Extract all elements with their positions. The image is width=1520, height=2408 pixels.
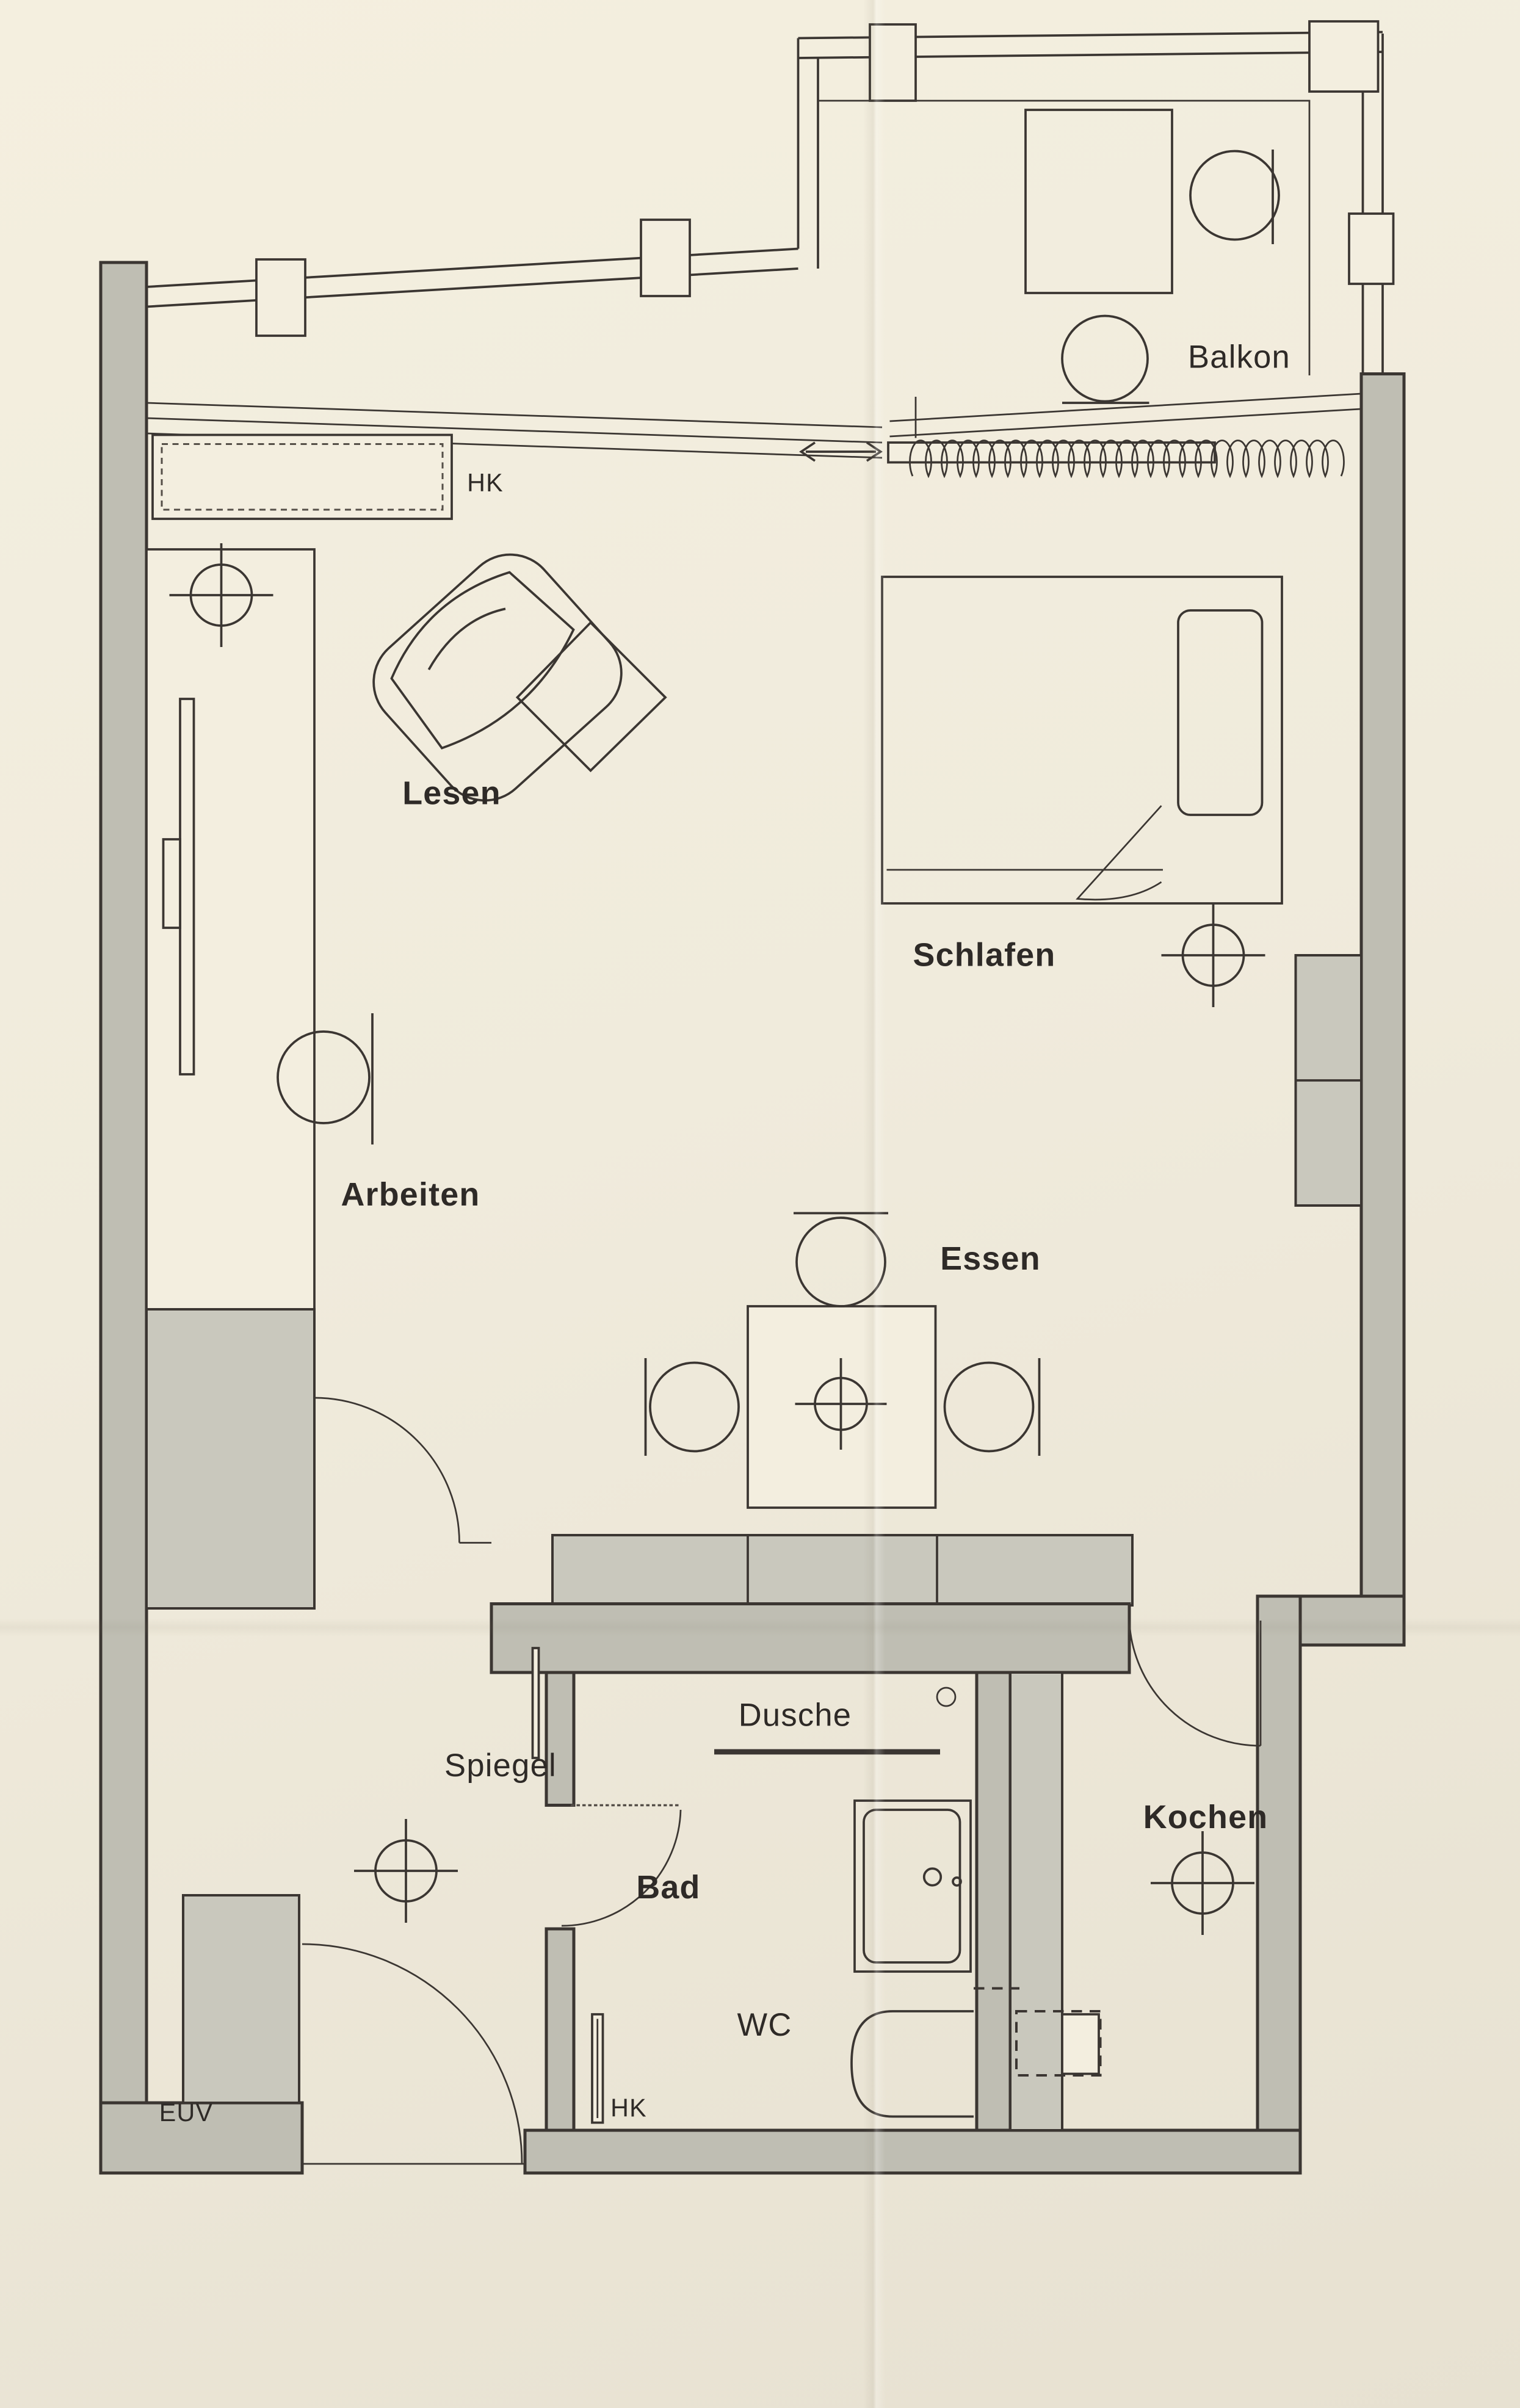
radiator-living-core bbox=[161, 443, 444, 511]
hallway: Spiegel EUV bbox=[159, 1647, 556, 2164]
bath-door bbox=[561, 1804, 682, 1927]
window-band-right bbox=[889, 392, 1362, 422]
wall-shelf bbox=[179, 698, 195, 1076]
dining-chair bbox=[943, 1361, 1035, 1453]
dining-chair bbox=[795, 1217, 886, 1307]
side-table bbox=[515, 621, 667, 773]
hall-door bbox=[313, 1397, 491, 1544]
wc-label: WC bbox=[737, 2007, 792, 2043]
kitchen-label: Kochen bbox=[1143, 1799, 1268, 1835]
sleeping-area: Schlafen bbox=[881, 576, 1363, 1207]
balcony-chair bbox=[1061, 314, 1149, 403]
entry-door-arc bbox=[302, 1943, 523, 2164]
kitchen: Kochen bbox=[974, 1620, 1268, 2131]
lamp-icon bbox=[354, 1819, 458, 1923]
pillow bbox=[1177, 609, 1264, 816]
lamp-icon bbox=[169, 543, 273, 647]
railing-post bbox=[255, 258, 306, 337]
balcony: Balkon bbox=[146, 20, 1395, 404]
railing-post bbox=[869, 23, 917, 102]
bathroom-walls bbox=[490, 1602, 1131, 2132]
sink bbox=[853, 1799, 972, 1973]
balcony-inner-edge bbox=[818, 99, 1311, 375]
left-wall bbox=[99, 261, 148, 2114]
work-label: Arbeiten bbox=[341, 1176, 480, 1213]
railing-post bbox=[1308, 20, 1380, 93]
bottom-wall-left bbox=[99, 2101, 304, 2175]
windows bbox=[146, 392, 1362, 479]
bathroom: Dusche Bad WC HK bbox=[561, 1687, 974, 2124]
lamp-icon bbox=[1151, 1831, 1254, 1935]
desk-chair bbox=[277, 1030, 371, 1124]
window-band-right bbox=[889, 408, 1362, 438]
dining-label: Essen bbox=[940, 1240, 1041, 1277]
sleeping-label: Schlafen bbox=[913, 937, 1055, 974]
dining-area: Essen bbox=[551, 1212, 1134, 1607]
sideboard bbox=[551, 1534, 1134, 1607]
sliding-arrow-icon bbox=[799, 441, 883, 462]
window-band-left bbox=[146, 402, 883, 428]
curtain bbox=[909, 439, 1345, 479]
left-counter bbox=[145, 548, 316, 1311]
right-wall-upper bbox=[1359, 372, 1406, 1647]
kitchen-counter bbox=[1009, 1671, 1063, 2131]
wall-shelf-notch bbox=[162, 838, 181, 929]
bath-top-wall bbox=[490, 1602, 1131, 1674]
railing-post bbox=[640, 219, 691, 297]
lamp-icon bbox=[1161, 903, 1265, 1007]
shower-drain bbox=[936, 1687, 957, 1707]
balcony-label: Balkon bbox=[1188, 339, 1290, 375]
euv-label: EUV bbox=[159, 2099, 214, 2127]
bottom-wall-right bbox=[523, 2128, 1302, 2175]
balcony-table bbox=[1024, 109, 1173, 294]
kitchen-right-wall bbox=[1256, 1594, 1302, 2132]
railing-post bbox=[1348, 212, 1395, 285]
window-band-left bbox=[146, 417, 883, 444]
kitchen-appliance bbox=[1015, 2010, 1102, 2077]
dining-chair bbox=[649, 1361, 740, 1453]
bath-left-wall-lower bbox=[545, 1927, 576, 2132]
balcony-railing bbox=[146, 267, 798, 308]
lamp-icon bbox=[795, 1358, 887, 1450]
kitchen-sink-unit bbox=[1061, 2013, 1100, 2075]
radiator-living-label: HK bbox=[467, 469, 504, 497]
balcony-chair bbox=[1189, 150, 1280, 241]
armchair bbox=[372, 553, 623, 802]
bed bbox=[881, 576, 1283, 905]
radiator-bath-label: HK bbox=[610, 2094, 647, 2122]
mirror bbox=[531, 1647, 540, 1759]
toilet bbox=[850, 2010, 974, 2118]
living-area: HK Lesen Arbeiten bbox=[145, 433, 667, 1610]
reading-label: Lesen bbox=[402, 775, 501, 812]
walls bbox=[99, 261, 1406, 2175]
shower-label: Dusche bbox=[739, 1698, 852, 1734]
bath-left-wall-upper bbox=[545, 1671, 576, 1807]
bath-right-wall bbox=[975, 1671, 1012, 2132]
euv-box bbox=[182, 1894, 300, 2104]
balcony-railing bbox=[146, 247, 798, 288]
kitchen-door bbox=[1128, 1620, 1262, 1747]
right-wall-jog bbox=[1298, 1594, 1406, 1647]
blanket-fold bbox=[1076, 805, 1162, 901]
left-wardrobe bbox=[145, 1308, 316, 1610]
radiator-living bbox=[151, 433, 453, 520]
bath-label: Bad bbox=[636, 1869, 700, 1906]
